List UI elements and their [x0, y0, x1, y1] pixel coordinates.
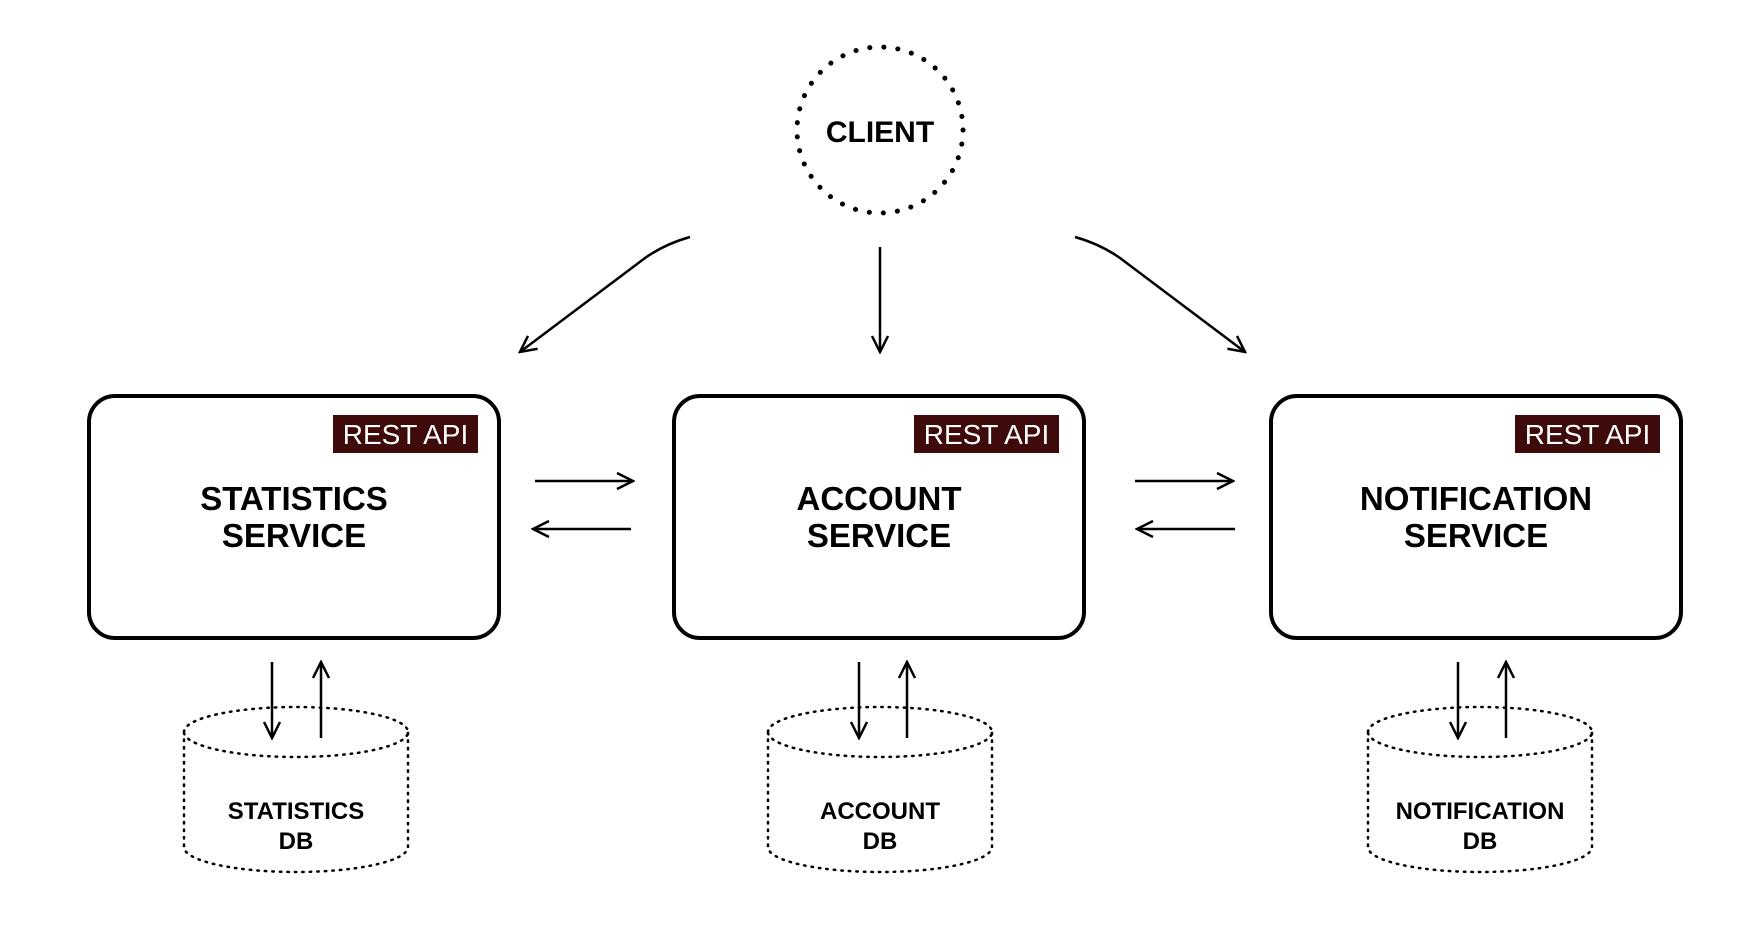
notification-service: REST API NOTIFICATION SERVICE: [1269, 394, 1683, 640]
arrow-client-to-statistics: [520, 235, 691, 352]
statistics-service: REST API STATISTICS SERVICE: [87, 394, 501, 640]
account-service: REST API ACCOUNT SERVICE: [672, 394, 1086, 640]
notification-db-cylinder: [1366, 705, 1594, 874]
statistics-db-cylinder: [182, 705, 410, 874]
account-db-cylinder: [766, 705, 994, 874]
notification-db-label-line2: DB: [1463, 828, 1498, 855]
rest-api-badge: REST API: [1515, 415, 1660, 453]
statistics-service-title-line2: SERVICE: [222, 517, 366, 554]
rest-api-badge-label: REST API: [343, 419, 469, 450]
notification-service-title-line2: SERVICE: [1404, 517, 1548, 554]
statistics-service-box: [87, 394, 501, 640]
rest-api-badge: REST API: [333, 415, 478, 453]
rest-api-badge: REST API: [914, 415, 1059, 453]
notification-db-label-line1: NOTIFICATION: [1396, 798, 1565, 825]
statistics-db: STATISTICS DB: [182, 705, 410, 874]
client-node: CLIENT: [794, 44, 966, 216]
statistics-db-label-line1: STATISTICS: [228, 798, 364, 825]
account-db-label-line2: DB: [863, 828, 898, 855]
client-label: CLIENT: [826, 116, 934, 149]
account-service-title-line2: SERVICE: [807, 517, 951, 554]
account-db-label-line1: ACCOUNT: [820, 798, 940, 825]
account-db: ACCOUNT DB: [766, 705, 994, 874]
notification-service-title-line1: NOTIFICATION: [1360, 480, 1592, 517]
notification-service-box: [1269, 394, 1683, 640]
statistics-service-title-line1: STATISTICS: [200, 480, 388, 517]
rest-api-badge-label: REST API: [924, 419, 1050, 450]
statistics-db-label-line2: DB: [279, 828, 314, 855]
arrow-client-to-notification: [1074, 235, 1245, 352]
rest-api-badge-label: REST API: [1525, 419, 1651, 450]
client-outline: [794, 44, 966, 216]
account-service-title-line1: ACCOUNT: [797, 480, 962, 517]
account-service-box: [672, 394, 1086, 640]
notification-db: NOTIFICATION DB: [1366, 705, 1594, 874]
